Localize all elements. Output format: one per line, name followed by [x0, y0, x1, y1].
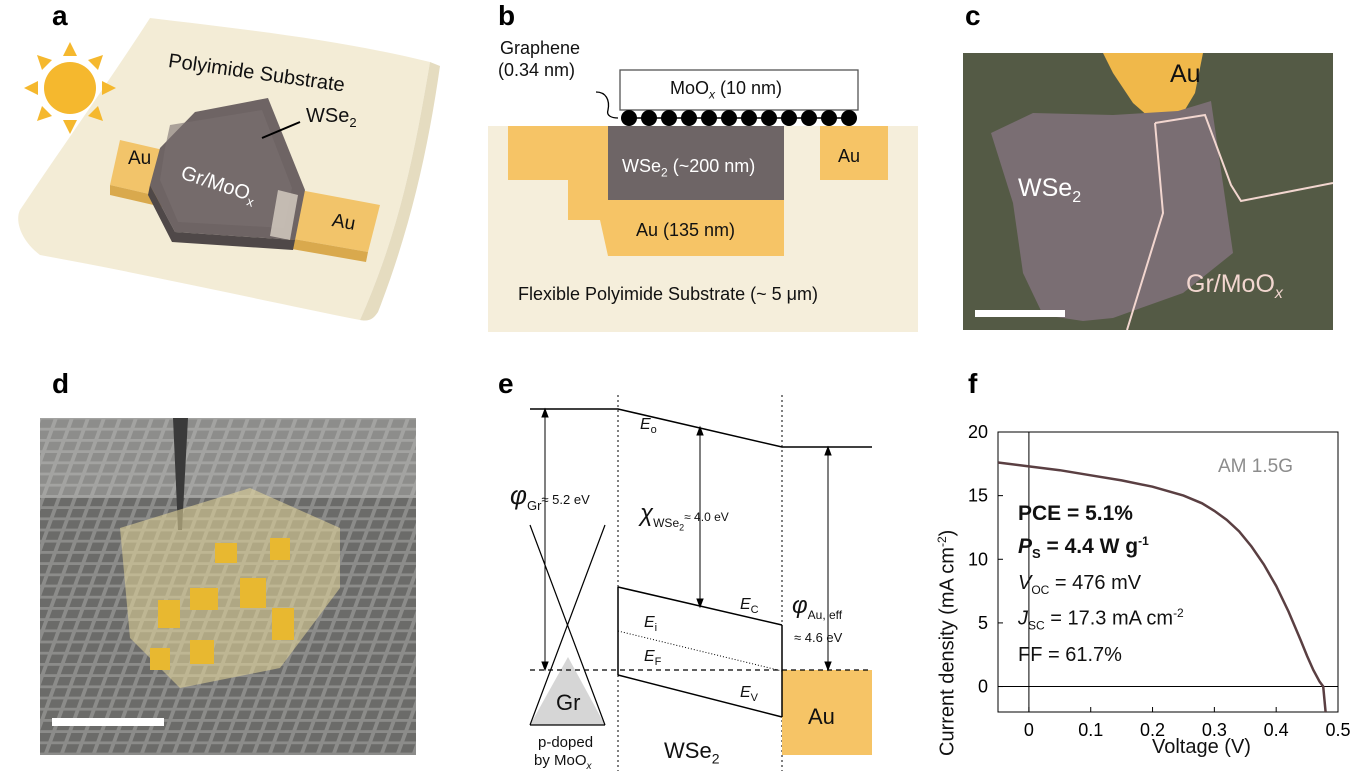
y-tick-label: 15 — [968, 486, 988, 506]
panel-a-au-right-label: Au — [330, 210, 357, 235]
y-tick-label: 5 — [978, 613, 988, 633]
gr-moox-outline — [1154, 113, 1333, 203]
plot-frame — [997, 431, 1339, 713]
y-tick-label: 0 — [978, 677, 988, 697]
panel-e-au-label: Au — [808, 704, 835, 729]
sun-icon — [24, 42, 116, 134]
panel-b-au-right-label: Au — [838, 146, 861, 166]
x-tick-label: 0.5 — [1325, 720, 1350, 740]
panel-c-au-label: Au — [1170, 60, 1201, 88]
valence-band — [617, 674, 783, 718]
panel-e-ei-label: Ei — [644, 614, 658, 635]
annotation-ps: PS = 4.4 W g-1 — [1018, 534, 1149, 562]
panel-b-substrate-label: Flexible Polyimide Substrate (~ 5 μm) — [518, 284, 818, 304]
panel-e-chi-label: χWSe2≈ 4.0 eV — [640, 500, 729, 533]
panel-e-ev-label: EV — [740, 684, 759, 705]
au-block — [782, 670, 872, 755]
annotation-voc: VOC = 476 mV — [1018, 572, 1142, 597]
panel-e-e0-label: Eo — [640, 416, 657, 437]
x-tick-label: 0.4 — [1264, 720, 1289, 740]
y-tick-label: 20 — [968, 422, 988, 442]
panel-b-graphene-thickness: (0.34 nm) — [498, 60, 576, 80]
panel-e-band-diagram — [529, 395, 872, 771]
x-tick-label: 0.2 — [1140, 720, 1165, 740]
chart-xlabel: Voltage (V) — [1152, 736, 1251, 758]
panel-letter-f: f — [968, 368, 978, 399]
chart-legend-label: AM 1.5G — [1218, 456, 1293, 477]
tweezers — [173, 418, 188, 530]
panel-b-au-bottom-label: Au (135 nm) — [636, 220, 736, 240]
annotation-pce: PCE = 5.1% — [1018, 502, 1133, 525]
chart-ylabel: Current density (mA cm-2) — [935, 529, 959, 756]
panel-e-wse2-label: WSe2 — [664, 738, 720, 767]
panel-letter-e: e — [498, 368, 514, 399]
panel-letter-b: b — [498, 0, 516, 31]
substrate-edge — [360, 62, 440, 321]
annotation-ff: FF = 61.7% — [1018, 644, 1122, 666]
jv-curve — [997, 461, 1327, 713]
x-tick-label: 0.3 — [1202, 720, 1227, 740]
panel-e-ef-label: EF — [644, 648, 662, 669]
graphene-cone-fill — [530, 657, 605, 725]
panel-d-photo — [40, 418, 416, 755]
au-left-contact — [508, 126, 608, 180]
intrinsic-level — [617, 630, 783, 672]
panel-e-pdoped-line1: p-doped — [538, 734, 594, 751]
x-tick-label: 0.1 — [1078, 720, 1103, 740]
au-bottom-contact — [568, 180, 784, 256]
wse2-layer — [608, 126, 784, 200]
annotation-jsc: JSC = 17.3 mA cm-2 — [1018, 606, 1184, 633]
moox-layer — [619, 69, 859, 111]
au-right-electrode — [288, 190, 380, 252]
y-tick-label: 10 — [968, 549, 988, 569]
scale-bar — [975, 310, 1065, 317]
panel-e-gr-label: Gr — [556, 690, 581, 715]
scale-bar — [52, 718, 164, 726]
x-tick-label: 0 — [1024, 720, 1034, 740]
panel-b-wse2-label: WSe2 (~200 nm) — [622, 156, 756, 180]
panel-e-pdoped-line2: by MoOx — [534, 752, 592, 772]
panel-a-device-schematic — [18, 18, 440, 321]
wse2-flake-region — [991, 101, 1233, 321]
vacuum-level — [530, 408, 872, 448]
gold-electrodes — [150, 538, 294, 670]
panel-e-phi-au-value: ≈ 4.6 eV — [794, 630, 843, 645]
panel-c-grmoox-label: Gr/MoOx — [1186, 270, 1283, 302]
gr-moox-layer — [160, 110, 292, 228]
panel-b-cross-section — [488, 69, 918, 332]
panel-f-jv-chart: 0 0.1 0.2 0.3 0.4 0.5 0 5 10 15 20 — [968, 422, 1350, 740]
panel-a-wse2-label: WSe2 — [306, 105, 357, 130]
panel-b-graphene-label: Graphene — [500, 38, 581, 58]
panel-c-wse2-label: WSe2 — [1018, 174, 1082, 206]
panel-e-phi-au-label: φAu, eff — [792, 592, 843, 622]
panel-e-ec-label: EC — [740, 596, 759, 617]
panel-e-phi-gr-label: φGr≈ 5.2 eV — [510, 480, 590, 514]
panel-letter-d: d — [52, 368, 70, 399]
panel-c-micrograph — [963, 53, 1333, 330]
panel-letter-a: a — [52, 0, 68, 31]
panel-letter-c: c — [965, 0, 981, 31]
au-contact-region — [1103, 53, 1203, 117]
panel-b-moox-label: MoOx (10 nm) — [670, 78, 783, 102]
panel-a-au-left-label: Au — [128, 148, 152, 169]
au-right-contact — [820, 126, 888, 180]
